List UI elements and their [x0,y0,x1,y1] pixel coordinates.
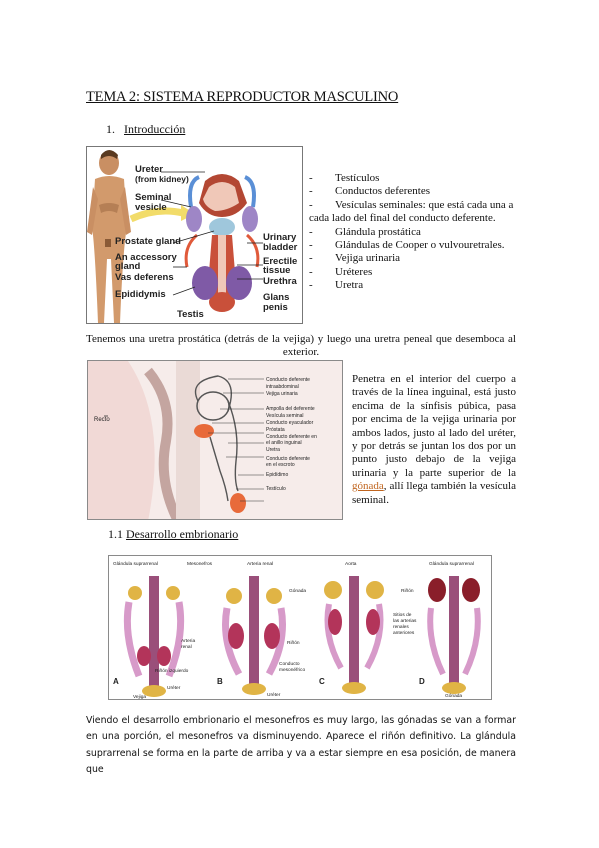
label-ureter-sub: (from kidney) [135,174,189,184]
section-heading-desarrollo: 1.1 Desarrollo embrionario [108,527,238,542]
panel-c [324,576,384,694]
male-anatomy-illustration: Ureter (from kidney) Seminal vesicle Pro… [87,150,298,323]
list-item: -Glándulas de Cooper o vulvouretrales. [309,239,505,252]
label-epididimo: Epidídimo [266,472,288,478]
label-conducto-escroto: Conducto deferente [266,456,310,462]
label-rinon-b: Riñón [287,640,300,646]
label-ureter-b: Uréter [267,692,281,698]
label-gonada-b: Gónada [289,588,306,594]
embryonic-illustration: Glándula suprarrenal Mesonefros Arteria … [113,561,481,700]
list-item: -Conductos deferentes [309,185,430,198]
label-recto: Recto [94,417,110,423]
label-ureter-a: Uréter [167,685,181,691]
label-conducto: Conducto [279,661,300,667]
label-epididymis: Epididymis [115,289,166,300]
label-renal: renal [181,644,192,650]
section-label: Introducción [124,122,186,136]
panel-label-c: C [319,677,325,686]
label-vesicula-seminal: Vesícula seminal [266,413,304,419]
label-ureter: Ureter [135,164,163,175]
label-en-el-escroto: en el escroto [266,462,295,468]
section-label: Desarrollo embrionario [126,527,239,541]
label-mesonefros: Mesonefros [187,561,213,567]
label-gonada-d: Gónada [445,693,462,699]
figure-embryonic-development: Glándula suprarrenal Mesonefros Arteria … [108,555,492,700]
panel-a [123,576,185,697]
label-urinary: Urinary [263,232,297,243]
section-number: 1.1 [108,527,123,541]
label-intraabdominal: intraabdominal [266,384,299,390]
label-anillo-inguinal: el anillo inguinal [266,440,302,446]
label-arteria: Arteria [181,638,195,644]
label-glandula-suprarrenal-a: Glándula suprarrenal [113,561,158,567]
paragraph-desarrollo: Viendo el desarrollo embrionario el meso… [86,715,516,776]
label-arteria-renal-b: Arteria renal [247,561,273,567]
label-glandula-suprarrenal-d: Glándula suprarrenal [429,561,474,567]
label-testiculo: Testículo [266,486,286,492]
label-conducto-anillo: Conducto deferente en [266,434,317,440]
label-rinon-d: Riñón [401,588,414,594]
panel-label-a: A [113,677,119,686]
label-rinon-izquierdo: Riñón izquierdo [155,668,189,674]
list-item: -Uretra [309,279,364,292]
list-item: -Testículos [309,172,380,184]
panel-b [222,576,286,695]
label-ampolla: Ampolla del deferente [266,406,315,412]
label-aorta: Aorta [345,561,357,567]
label-anteriores: anteriores [393,630,415,636]
section-heading-introduccion: 1. Introducción [106,122,185,137]
organ-list: -Testículos -Conductos deferentes -Vesíc… [309,172,519,293]
label-vesicle: vesicle [135,202,167,213]
sagittal-illustration: Recto Conducto deferente intraabdominal … [88,361,342,519]
label-vejiga: Vejiga [133,694,146,700]
label-las-arterias: las arterias [393,618,417,624]
label-seminal: Seminal [135,192,171,203]
panel-label-b: B [217,677,223,686]
section-number: 1. [106,122,115,136]
label-penis: penis [263,302,288,313]
list-item: -Vejiga urinaria [309,252,401,265]
label-vas-deferens: Vas deferens [115,272,174,283]
panel-label-d: D [419,677,425,686]
figure-sagittal-section: Recto Conducto deferente intraabdominal … [87,360,343,520]
label-testis: Testis [177,309,204,320]
label-conducto-deferente: Conducto deferente [266,377,310,383]
label-glans: Glans [263,292,289,303]
panel-d [427,576,481,694]
list-item: -Uréteres [309,265,373,278]
label-vejiga-urinaria: Vejiga urinaria [266,391,298,397]
label-conducto-eyaculador: Conducto eyaculador [266,420,314,426]
label-prostate: Prostate gland [115,236,181,247]
figure-male-anatomy: Ureter (from kidney) Seminal vesicle Pro… [86,146,303,324]
label-erectile: Erectile [263,256,297,267]
document-title: TEMA 2: SISTEMA REPRODUCTOR MASCULINO [86,89,399,105]
list-item: -Vesículas seminales: que está cada una … [309,198,514,225]
list-item: -Glándula prostática [309,225,421,238]
organ-illustration [184,174,260,312]
label-mesonefrico: mesonéfrico [279,667,305,673]
man-figure [87,150,131,323]
label-sitios: Sitios de [393,612,412,618]
label-prostata: Próstata [266,427,285,433]
highlight-gonada: gónada [352,480,384,493]
paragraph-uretra: Tenemos una uretra prostática (detrás de… [86,333,516,359]
label-gland: gland [115,261,141,272]
label-renales: renales [393,624,409,630]
label-tissue: tissue [263,265,290,276]
paragraph-recorrido: Penetra en el interior del cuerpo a trav… [352,373,516,506]
label-uretra: Uretra [266,447,280,453]
label-accessory: An accessory [115,252,178,263]
label-bladder: bladder [263,242,298,253]
label-urethra: Urethra [263,276,298,287]
